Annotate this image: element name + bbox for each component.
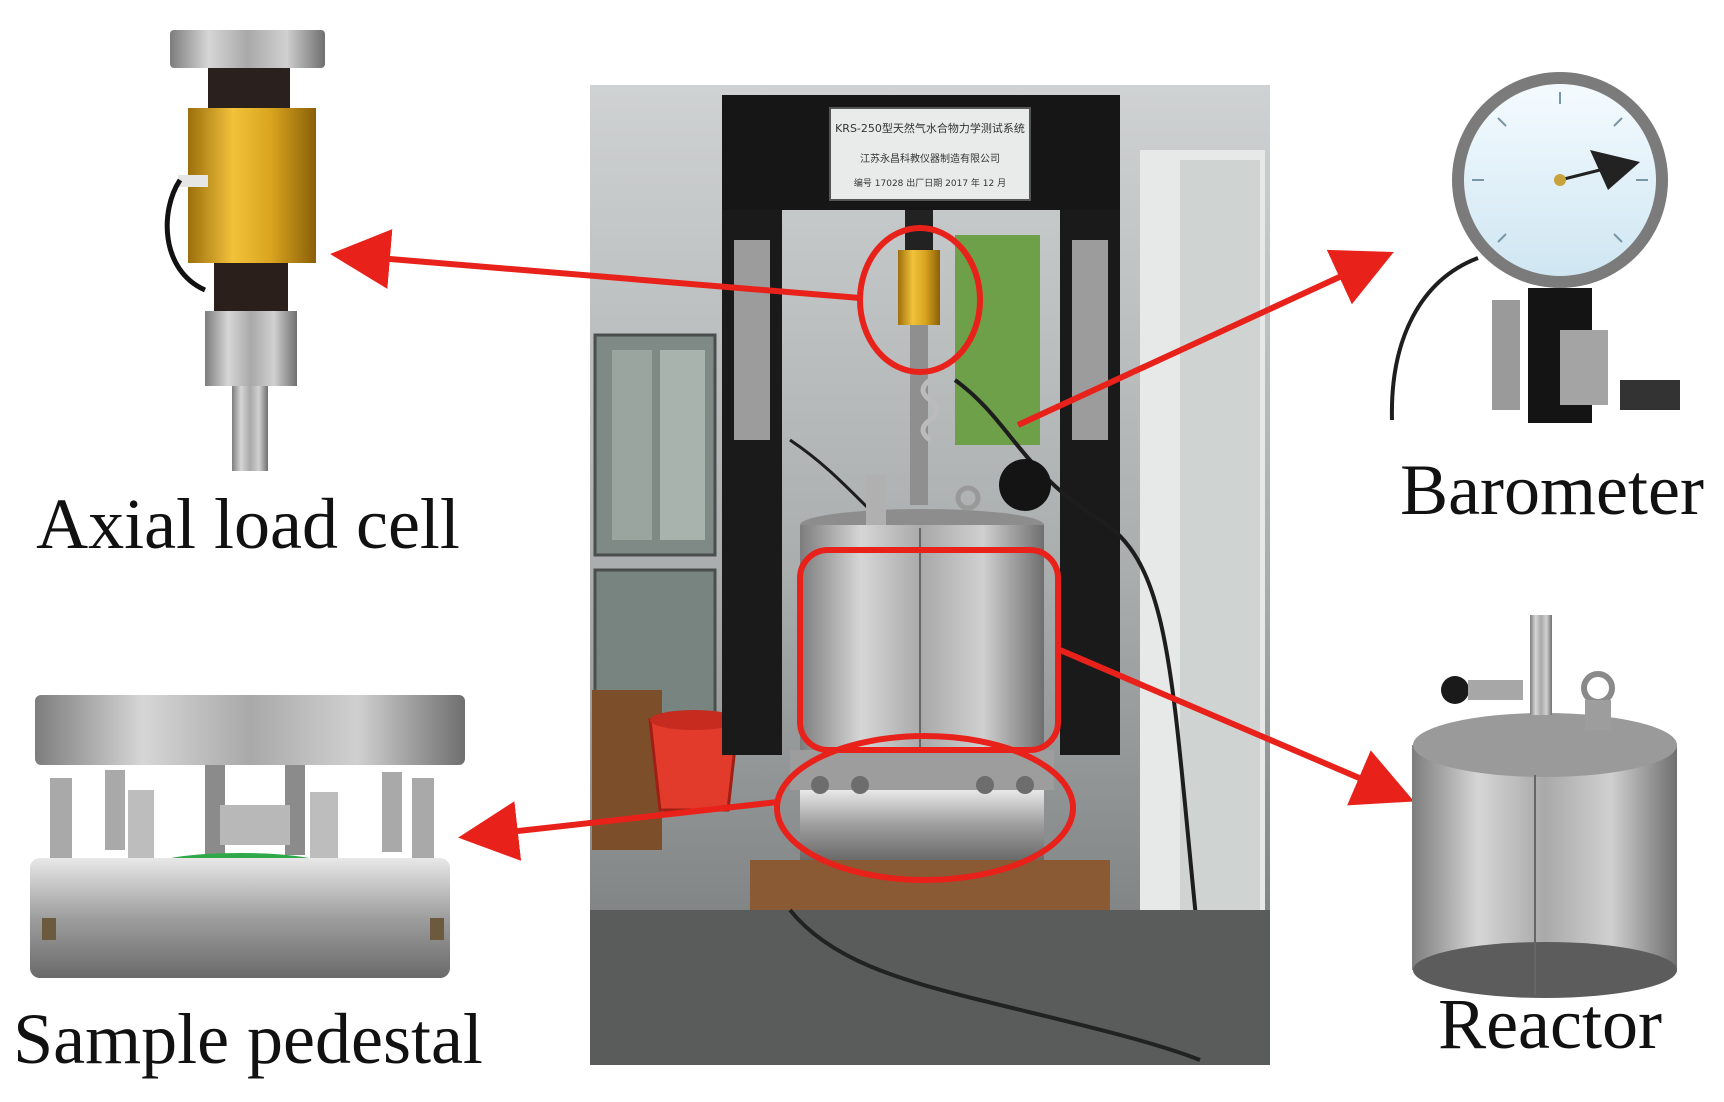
floor-cable xyxy=(788,908,1201,1062)
load-cell-shaft xyxy=(205,311,297,386)
label-barometer: Barometer xyxy=(1400,450,1704,530)
highlight-reactor xyxy=(797,547,1061,753)
label-sample-pedestal: Sample pedestal xyxy=(13,999,483,1079)
reactor-cylinder xyxy=(1412,745,1677,970)
wooden-base xyxy=(750,860,1110,910)
sample-pedestal-photo xyxy=(30,695,465,978)
reactor-photo xyxy=(1412,615,1677,998)
threaded-rod-left xyxy=(734,240,770,440)
pedestal-base xyxy=(800,790,1044,860)
highlight-load-cell xyxy=(857,225,983,375)
reactor-valve-body xyxy=(1468,680,1523,700)
gauge-ticks xyxy=(1472,92,1648,243)
reactor-inlet-pipe xyxy=(1530,615,1552,715)
load-cell-cable xyxy=(164,178,207,293)
reactor-port-left xyxy=(866,475,886,525)
arrow-to-reactor xyxy=(1058,647,1415,806)
load-cell-body xyxy=(188,108,316,263)
pedestal-top-plate xyxy=(35,695,465,765)
label-axial-load-cell: Axial load cell xyxy=(36,484,460,564)
pedestal-sample-seat xyxy=(220,805,290,845)
arrow-to-barometer xyxy=(1016,249,1394,428)
hanging-chain xyxy=(920,357,940,443)
nameplate-line-1: KRS-250型天然气水合物力学测试系统 xyxy=(835,121,1025,135)
load-cell-neck xyxy=(208,68,290,108)
threaded-rod-right xyxy=(1072,240,1108,440)
callout-arrows xyxy=(330,229,1415,861)
highlight-pedestal xyxy=(774,733,1076,883)
load-cell-top-plate xyxy=(170,30,325,68)
valve-knob xyxy=(999,459,1051,511)
gauge-valve-right xyxy=(1560,330,1608,405)
pedestal-flange-top xyxy=(790,750,1054,790)
arrow-to-axial-load-cell xyxy=(330,229,861,301)
load-cell-lower-neck xyxy=(214,263,288,311)
reactor-lifting-eye xyxy=(1581,671,1615,705)
barometer-photo xyxy=(1389,72,1680,423)
pedestal-side-port-right xyxy=(430,918,444,940)
reactor-body xyxy=(800,525,1044,750)
pedestal-base-disc xyxy=(30,858,450,978)
nameplate-line-3: 编号 17028 出厂日期 2017 年 12 月 xyxy=(854,177,1006,189)
reactor-eye-base xyxy=(1585,700,1611,730)
gauge-knob xyxy=(1620,380,1680,410)
nameplate-line-2: 江苏永昌科教仪器制造有限公司 xyxy=(860,152,1000,165)
reactor-bottom-edge xyxy=(1413,942,1677,998)
pedestal-bolts xyxy=(811,776,1034,794)
arrow-to-sample-pedestal xyxy=(458,799,779,861)
gauge-needle xyxy=(1559,168,1601,182)
reactor-valve-knob xyxy=(1441,676,1469,704)
pressure-line xyxy=(789,438,872,512)
cabinet-glass-right xyxy=(660,350,705,540)
pedestal-side-port-left xyxy=(42,918,56,940)
label-reactor: Reactor xyxy=(1438,984,1662,1064)
load-cell-connector xyxy=(178,175,208,187)
cabinet-glass-left xyxy=(612,350,652,540)
equipment-nameplate xyxy=(829,107,1031,201)
gauge-hub xyxy=(1554,174,1566,186)
gauge-line xyxy=(1389,256,1479,421)
reactor-top-face xyxy=(1413,713,1677,777)
axial-load-cell-photo xyxy=(164,30,325,471)
bucket-rim xyxy=(650,710,738,730)
pressure-cable xyxy=(953,378,1212,1051)
loading-rod xyxy=(910,325,928,505)
gauge-valve-left xyxy=(1492,300,1520,410)
central-photo: KRS-250型天然气水合物力学测试系统 江苏永昌科教仪器制造有限公司 编号 1… xyxy=(590,85,1270,1065)
gauge-pointer-marker xyxy=(1590,150,1640,190)
mini-load-cell xyxy=(898,250,940,325)
wood-cabinet xyxy=(592,690,662,850)
load-cell-pin xyxy=(232,386,268,471)
reactor-eyebolt xyxy=(955,485,981,511)
